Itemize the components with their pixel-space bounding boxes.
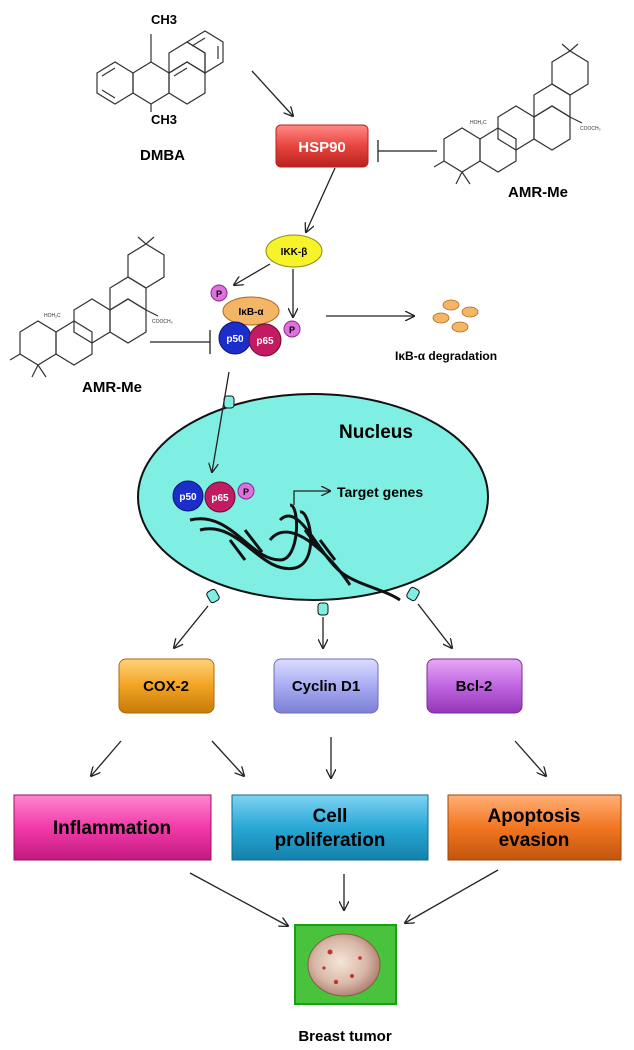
p65-complex-label: p65 [256,336,274,347]
nuclear-pores [206,395,420,616]
apoptosis-evasion-label-1: Apoptosis [488,806,581,827]
nucleus-to-cox2-arrow [174,605,209,648]
amr-me-left-structure [9,236,165,378]
cell-proliferation-box [231,794,429,861]
degradation-fragments [432,299,479,333]
amr-top-cooch3: COOCH₃ [580,126,601,132]
ch3-top-label: CH3 [151,12,177,27]
bcl2-label: Bcl-2 [456,678,493,695]
cyclin-d1-box [273,658,379,714]
ikk-beta-node [265,234,323,268]
target-genes-label: Target genes [337,484,423,500]
ch3-bottom-label: CH3 [151,112,177,127]
cox2-to-inflammation-arrow [91,740,122,776]
amr-me-left-label: AMR-Me [82,379,142,396]
bcl2-box [426,658,523,714]
nucleus-to-bcl2-arrow [417,603,452,648]
p65-nuclear-label: p65 [211,493,229,504]
amr-top-hoh2c: HOH₂C [470,120,487,126]
ikk-to-ikba-arrow [234,263,271,285]
translocation-arrow [212,371,230,472]
amr-left-hoh2c: HOH₂C [44,313,61,319]
p65-phospho [283,320,301,338]
ikba-label: IκB-α [238,307,264,318]
inflammation-to-tumor-arrow [189,872,288,926]
dmba-structure [96,30,224,112]
cox2-label: COX-2 [143,678,189,695]
p65-complex [248,323,282,357]
inflammation-box [13,794,212,861]
amr-left-cooch3: COOCH₃ [152,319,173,325]
tumor-mass [307,933,381,997]
amr-me-top-structure [433,43,589,185]
dna-helix [189,503,401,602]
p65-nuclear [204,481,236,513]
ikba-node [222,296,280,326]
ikba-phospho [210,284,228,302]
p65-nuclear-phospho-label: P [243,487,249,497]
hsp90-box [275,124,369,168]
inflammation-label: Inflammation [53,818,171,839]
tumor-spots [322,949,362,985]
p65-nuclear-phospho [237,482,255,500]
apoptosis-evasion-box [447,794,622,861]
nucleus-label: Nucleus [339,422,413,443]
nucleus [137,393,489,601]
p65-phospho-label: P [289,325,295,335]
hsp90-label: HSP90 [298,139,346,156]
cell-proliferation-label-2: proliferation [275,830,386,851]
amr-me-top-label: AMR-Me [508,184,568,201]
p50-complex-label: p50 [226,334,244,345]
ikba-degradation-label: IκB-α degradation [395,349,497,363]
breast-tumor-label: Breast tumor [298,1028,392,1045]
hsp90-to-ikk-arrow [306,167,336,232]
p50-nuclear [172,480,204,512]
p50-nuclear-label: p50 [179,492,197,503]
bcl2-to-apoptosis-arrow [514,740,546,776]
dmba-label: DMBA [140,147,185,164]
apoptosis-to-tumor-arrow [405,869,499,923]
cell-proliferation-label-1: Cell [313,806,348,827]
dmba-to-hsp90-arrow [251,70,293,116]
apoptosis-evasion-label-2: evasion [499,830,570,851]
ikba-phospho-label: P [216,289,222,299]
target-genes-arrow [293,491,330,505]
cyclin-d1-label: Cyclin D1 [292,678,360,695]
cox2-box [118,658,215,714]
ikk-beta-label: IKK-β [281,247,308,258]
cox2-to-proliferation-arrow [211,740,244,776]
